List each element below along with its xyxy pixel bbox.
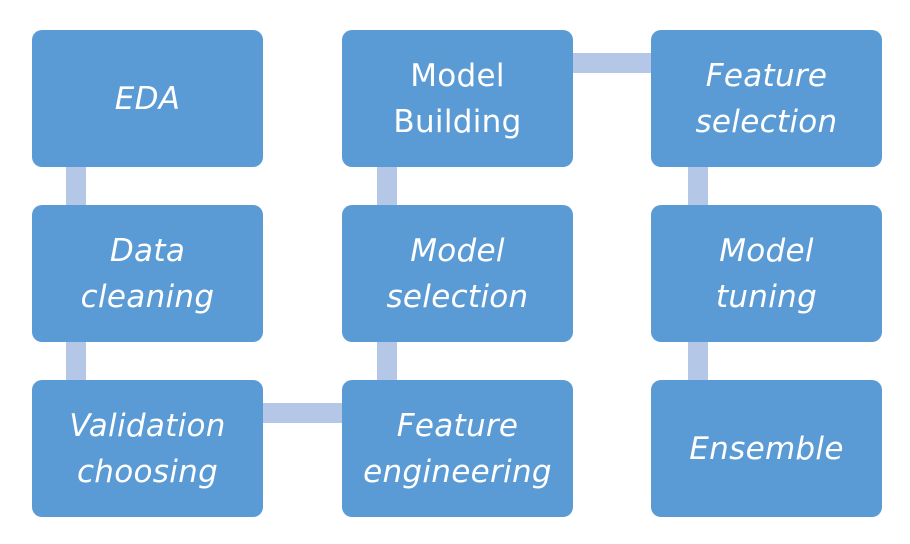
step-label-model-selection: Model selection <box>386 232 529 315</box>
connector-validation-choosing-to-feature-engineering <box>263 403 342 423</box>
step-box-feature-engineering: Feature engineering <box>342 380 573 517</box>
connector-feature-engineering-to-model-selection <box>377 342 397 380</box>
step-box-ensemble: Ensemble <box>651 380 882 517</box>
connector-model-selection-to-model-building <box>377 167 397 205</box>
connector-eda-to-data-cleaning <box>66 167 86 205</box>
step-label-feature-engineering: Feature engineering <box>363 407 552 490</box>
step-label-feature-selection: Feature selection <box>695 57 838 140</box>
step-label-data-cleaning: Data cleaning <box>80 232 215 315</box>
step-label-model-building: Model Building <box>393 57 522 140</box>
step-box-data-cleaning: Data cleaning <box>32 205 263 342</box>
step-box-model-selection: Model selection <box>342 205 573 342</box>
step-box-eda: EDA <box>32 30 263 167</box>
connector-model-building-to-feature-selection <box>573 53 651 73</box>
step-box-validation-choosing: Validation choosing <box>32 380 263 517</box>
step-box-model-building: Model Building <box>342 30 573 167</box>
step-label-validation-choosing: Validation choosing <box>69 407 226 490</box>
connector-feature-selection-to-model-tuning <box>688 167 708 205</box>
step-box-model-tuning: Model tuning <box>651 205 882 342</box>
step-label-model-tuning: Model tuning <box>715 232 818 315</box>
connector-model-tuning-to-ensemble <box>688 342 708 380</box>
step-label-eda: EDA <box>114 80 181 117</box>
step-label-ensemble: Ensemble <box>689 430 844 467</box>
step-box-feature-selection: Feature selection <box>651 30 882 167</box>
connector-data-cleaning-to-validation-choosing <box>66 342 86 380</box>
